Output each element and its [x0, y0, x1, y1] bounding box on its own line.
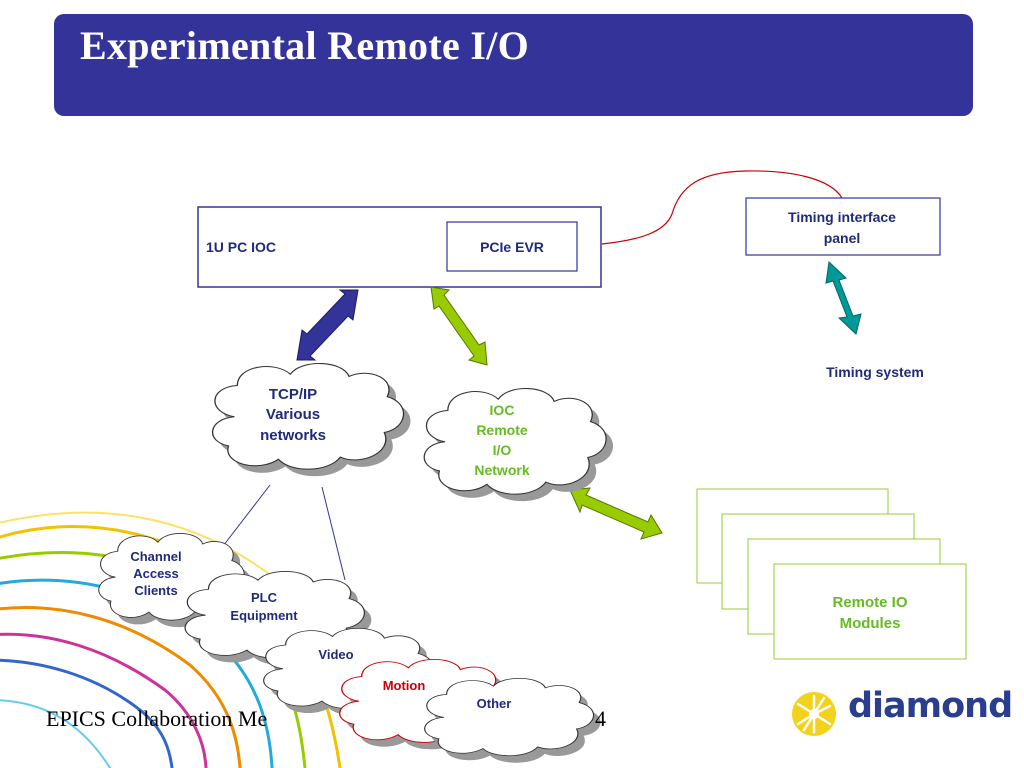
green-double-arrow-top — [430, 286, 488, 366]
motion-cloud-label: Motion — [383, 678, 426, 693]
tcp-cloud-line1: TCP/IP — [269, 386, 317, 403]
diamond-logo: diamond — [786, 684, 1013, 744]
remote-io-line1: Remote IO — [832, 594, 907, 611]
ioc-cloud-line4: Network — [474, 462, 529, 478]
timing-fiber-line — [601, 170, 843, 245]
ioc-label: 1U PC IOC — [206, 239, 276, 255]
ioc-cloud-line3: I/O — [493, 442, 512, 458]
timing-system-label: Timing system — [826, 364, 924, 380]
video-cloud-label: Video — [318, 647, 353, 662]
clients-cloud-line2: Access — [133, 566, 179, 581]
remote-io-line2: Modules — [840, 615, 901, 632]
pcie-evr-box[interactable] — [446, 221, 578, 272]
ioc-cloud-line2: Remote — [476, 422, 528, 438]
motion-cloud[interactable]: Motion — [339, 658, 516, 750]
plc-equipment-cloud[interactable]: PLC Equipment — [184, 570, 372, 666]
ioc-remote-io-cloud[interactable]: IOC Remote I/O Network — [423, 387, 614, 502]
diamond-logo-icon — [792, 692, 836, 736]
tcp-ip-cloud[interactable]: TCP/IP Various networks — [211, 362, 411, 477]
other-cloud[interactable]: Other — [424, 677, 601, 763]
pcie-evr-label: PCIe EVR — [480, 239, 544, 255]
title-bar: Experimental Remote I/O — [54, 14, 973, 116]
remote-io-modules-stack[interactable]: Remote IO Modules — [696, 488, 967, 660]
tcp-cloud-line3: networks — [260, 427, 326, 444]
video-cloud[interactable]: Video — [263, 627, 440, 716]
plc-cloud-line1: PLC — [251, 590, 278, 605]
clients-cloud-line1: Channel — [130, 549, 181, 564]
other-cloud-label: Other — [477, 696, 512, 711]
tcp-cloud-line2: Various — [266, 406, 320, 423]
timing-panel-line2: panel — [824, 230, 861, 246]
remote-io-card-4 — [773, 563, 967, 660]
teal-double-arrow — [825, 260, 862, 335]
channel-access-clients-cloud[interactable]: Channel Access Clients — [98, 532, 252, 628]
footer-text: EPICS Collaboration Me — [46, 706, 268, 731]
plc-cloud-line2: Equipment — [230, 608, 298, 623]
clients-cloud-line3: Clients — [134, 583, 177, 598]
ioc-box[interactable]: 1U PC IOC PCIe EVR — [197, 206, 602, 288]
blue-double-arrow — [296, 289, 359, 361]
green-double-arrow-bottom — [569, 487, 663, 540]
slide-title: Experimental Remote I/O — [80, 23, 530, 68]
timing-panel-line1: Timing interface — [788, 209, 896, 225]
tcp-to-plc-line — [321, 486, 346, 581]
page-number: 4 — [595, 706, 606, 731]
timing-interface-panel[interactable]: Timing interface panel — [745, 197, 941, 256]
ioc-cloud-line1: IOC — [490, 402, 515, 418]
tcp-to-clients-line — [219, 484, 271, 551]
diamond-logo-text: diamond — [848, 686, 1013, 726]
